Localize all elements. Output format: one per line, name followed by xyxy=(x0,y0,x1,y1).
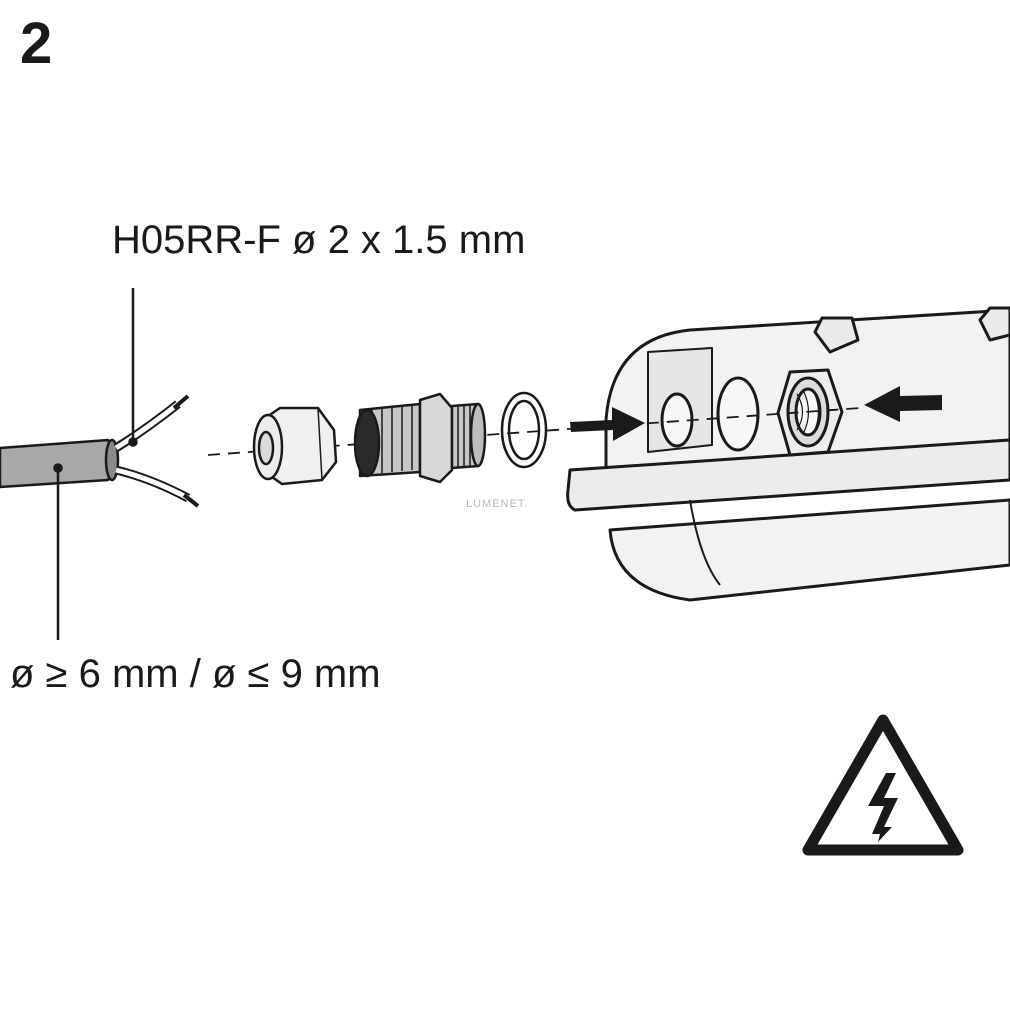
o-ring-seal xyxy=(500,391,548,469)
cable-diameter-label: ø ≥ 6 mm / ø ≤ 9 mm xyxy=(10,652,381,696)
luminaire-housing xyxy=(566,306,1010,602)
leader-lines xyxy=(53,288,138,640)
cap-nut xyxy=(252,406,338,486)
cable xyxy=(0,394,200,508)
cable-spec-label: H05RR-F ø 2 x 1.5 mm xyxy=(112,218,526,262)
electrical-hazard-warning-icon xyxy=(802,714,964,856)
insertion-arrow-icon xyxy=(570,386,942,441)
step-number: 2 xyxy=(20,11,53,76)
gland-body xyxy=(353,392,487,484)
watermark-logo: LUMENET. xyxy=(466,498,529,510)
